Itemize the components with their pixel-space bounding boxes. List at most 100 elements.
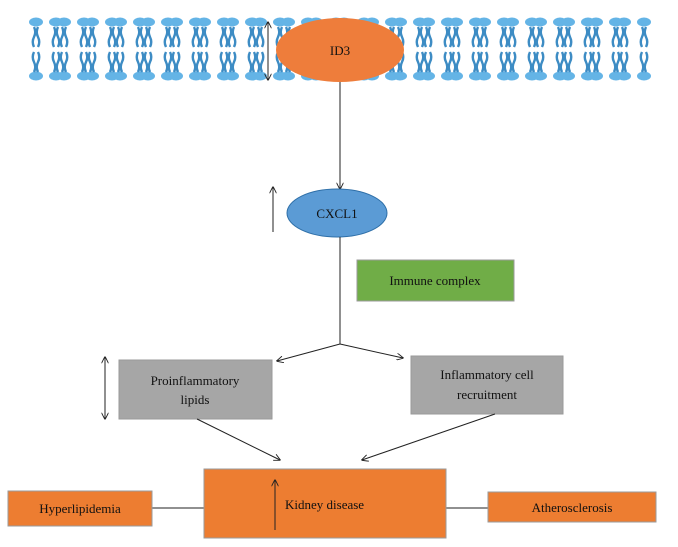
lipid-tail [139, 26, 145, 48]
lipid-tail [615, 26, 621, 48]
lipid-tail [611, 51, 617, 73]
lipid-tail [191, 51, 197, 73]
lipid-tail [251, 51, 257, 73]
lipid-tail [115, 51, 121, 73]
lipid-head [617, 71, 631, 81]
lipid-tail [203, 26, 209, 48]
lipid-tail [455, 26, 461, 48]
lipid-head [113, 71, 127, 81]
lipid-tail [63, 26, 69, 48]
lipid-tail [623, 26, 629, 48]
lipid-head [29, 71, 43, 81]
lipid-tail [643, 26, 649, 48]
lipid-tail [139, 51, 145, 73]
lipid-tail [471, 51, 477, 73]
proinflammatory-label-line2: lipids [181, 392, 210, 407]
lipid-tail [79, 51, 85, 73]
branch-to-proinflammatory-arrow [277, 343, 341, 361]
lipid-tail [475, 51, 481, 73]
lipid-tail [175, 26, 181, 48]
lipid-tail [639, 51, 645, 73]
hyperlipidemia-node: Hyperlipidemia [7, 490, 153, 527]
proinflammatory-lipids-box [118, 359, 273, 420]
lipid-head [449, 71, 463, 81]
lipid-tail [511, 51, 517, 73]
lipid-tail [83, 26, 89, 48]
lipid-tail [567, 26, 573, 48]
lipid-tail [527, 51, 533, 73]
kidney-disease-node: Kidney disease [203, 468, 447, 539]
lipid-tail [531, 26, 537, 48]
lipid-tail [559, 26, 565, 48]
lipid-tail [419, 51, 425, 73]
lipid-head [253, 17, 267, 27]
lipid-tail [639, 26, 645, 48]
proinflammatory-lipids-node: Proinflammatory lipids [118, 359, 273, 420]
kidney-disease-box [203, 468, 447, 539]
lipid-head [637, 71, 651, 81]
lipid-head [253, 71, 267, 81]
lipid-head [113, 17, 127, 27]
lipid-tail [507, 26, 513, 48]
lipid-head [533, 17, 547, 27]
hyperlipidemia-label: Hyperlipidemia [39, 501, 121, 516]
lipid-tail [227, 51, 233, 73]
lipid-head [505, 71, 519, 81]
lipid-tail [111, 26, 117, 48]
lipid-tail [531, 51, 537, 73]
lipid-head [29, 17, 43, 27]
lipid-tail [175, 51, 181, 73]
lipid-tail [167, 26, 173, 48]
hyperlipidemia-box [7, 490, 153, 527]
lipid-tail [227, 26, 233, 48]
lipid-tail [87, 26, 93, 48]
lipid-tail [107, 26, 113, 48]
lipid-tail [143, 51, 149, 73]
lipid-head [477, 17, 491, 27]
lipid-tail [219, 26, 225, 48]
lipid-tail [59, 26, 65, 48]
lipid-tail [643, 51, 649, 73]
lipid-tail [399, 26, 405, 48]
lipid-head [533, 71, 547, 81]
inflammatory-label-line1: Inflammatory cell [440, 367, 534, 382]
lipid-tail [55, 51, 61, 73]
lipid-head [57, 71, 71, 81]
lipid-head [141, 17, 155, 27]
lipid-tail [455, 51, 461, 73]
lipid-tail [255, 51, 261, 73]
lipid-tail [451, 51, 457, 73]
lipid-tail [479, 51, 485, 73]
lipid-tail [231, 26, 237, 48]
lipid-tail [199, 51, 205, 73]
lipid-tail [563, 26, 569, 48]
lipid-tail [231, 51, 237, 73]
lipid-tail [567, 51, 573, 73]
lipid-head [225, 71, 239, 81]
lipid-tail [503, 51, 509, 73]
immune-complex-box [356, 259, 515, 302]
lipid-head [637, 17, 651, 27]
lipid-tail [591, 26, 597, 48]
lipid-tail [83, 51, 89, 73]
lipid-tail [611, 26, 617, 48]
lipid-tail [119, 51, 125, 73]
lipid-tail [219, 51, 225, 73]
lipid-tail [427, 26, 433, 48]
lipid-tail [115, 26, 121, 48]
lipid-tail [563, 51, 569, 73]
atherosclerosis-node: Atherosclerosis [487, 491, 657, 523]
lipid-tail [535, 26, 541, 48]
lipid-tail [427, 51, 433, 73]
lipid-tail [171, 26, 177, 48]
lipid-tail [423, 26, 429, 48]
lipid-tail [527, 26, 533, 48]
lipid-tail [539, 26, 545, 48]
lipid-tail [499, 51, 505, 73]
lipid-tail [163, 51, 169, 73]
lipid-head [225, 17, 239, 27]
immune-complex-label: Immune complex [389, 273, 481, 288]
lipid-tail [447, 26, 453, 48]
lipid-tail [451, 26, 457, 48]
